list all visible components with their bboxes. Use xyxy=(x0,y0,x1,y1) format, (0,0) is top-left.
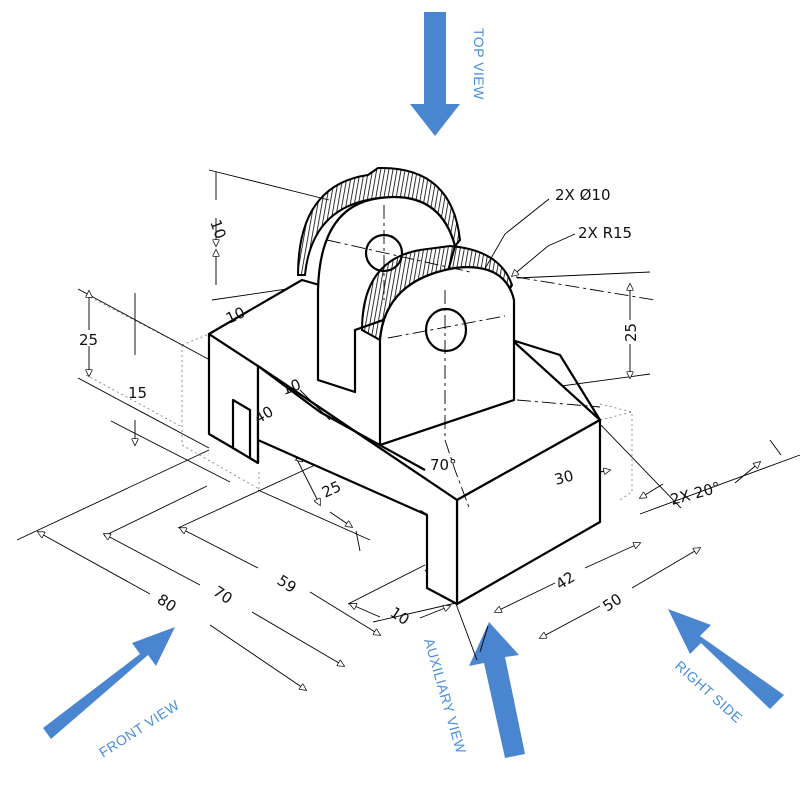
dim-70-angle: 70° xyxy=(430,456,457,474)
dim-30: 30 xyxy=(552,467,575,489)
top-view-arrow xyxy=(410,12,460,136)
chamfer-note: 2X 20° xyxy=(668,478,722,509)
dim-10-top: 10 xyxy=(206,217,229,241)
front-view-label: FRONT VIEW xyxy=(96,696,183,760)
front-hole xyxy=(424,307,468,353)
center-lines xyxy=(326,205,656,511)
dim-70: 70 xyxy=(210,582,236,607)
dim-15-left: 15 xyxy=(128,384,147,402)
auxiliary-view-arrow xyxy=(469,622,525,758)
dim-10-bottom: 10 xyxy=(387,603,413,628)
dim-10-mid: 10 xyxy=(279,375,303,398)
dim-42: 42 xyxy=(552,568,578,593)
hole-note: 2X Ø10 xyxy=(555,186,610,204)
radius-note: 2X R15 xyxy=(578,224,632,242)
auxiliary-view-label: AUXILIARY VIEW xyxy=(421,636,469,755)
dim-59: 59 xyxy=(274,571,300,596)
dim-25-left: 25 xyxy=(79,331,98,349)
back-upright-hatch xyxy=(296,166,462,276)
front-upright-face xyxy=(378,266,516,447)
top-view-label: TOP VIEW xyxy=(471,28,487,100)
dim-80: 80 xyxy=(154,590,180,615)
dim-25-lower: 25 xyxy=(319,477,344,501)
dim-50: 50 xyxy=(599,590,625,615)
dim-25-right: 25 xyxy=(622,323,640,342)
part-body xyxy=(207,166,602,606)
